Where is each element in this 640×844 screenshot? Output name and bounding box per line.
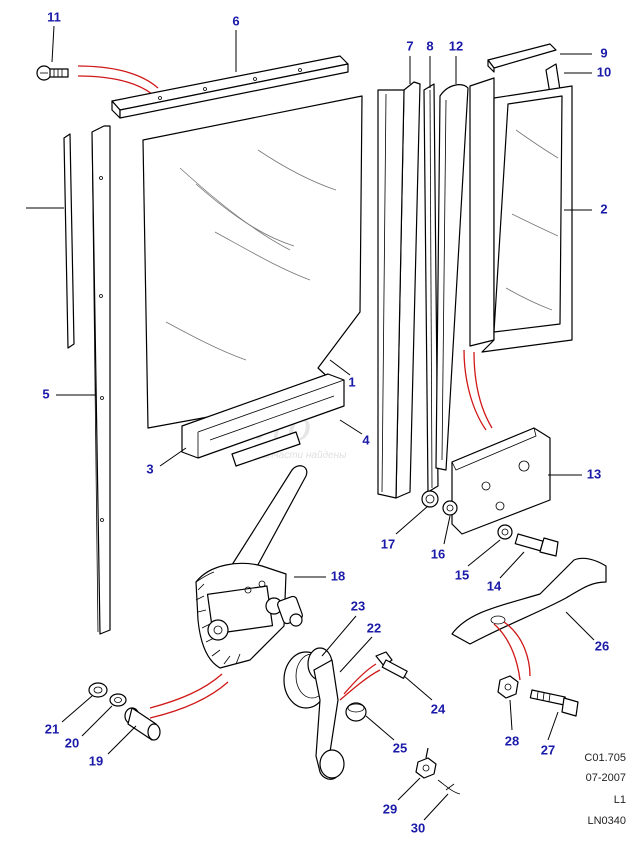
callout-16: 16	[431, 546, 445, 561]
callout-29: 29	[383, 801, 397, 816]
callout-30: 30	[411, 820, 425, 835]
callout-27: 27	[541, 742, 555, 757]
part-5-front-channel	[91, 125, 111, 635]
part-29-fastener	[415, 747, 437, 779]
callout-15: 15	[455, 567, 469, 582]
red-guide-24	[343, 663, 377, 695]
callout-19: 19	[89, 753, 103, 768]
callout-8: 8	[426, 38, 433, 53]
part-16-washer	[442, 500, 458, 516]
part-18-regulator	[195, 465, 308, 669]
callout-1: 1	[348, 374, 355, 389]
callout-7: 7	[406, 38, 413, 53]
part-6-top-rail	[111, 55, 349, 119]
part-8-rear-seal	[423, 83, 439, 493]
callout-23: 23	[351, 598, 365, 613]
part-1-door-glass	[142, 95, 363, 429]
watermark-tagline: запчасти найдены	[257, 450, 347, 461]
part-23-spindle	[277, 595, 303, 627]
part-15-washer	[497, 524, 513, 540]
red-guide-11	[77, 65, 159, 89]
callout-2: 2	[600, 201, 607, 216]
red-guide-19	[149, 673, 223, 709]
part-28-nut	[497, 675, 519, 699]
callout-24: 24	[431, 701, 446, 716]
callout-11: 11	[47, 9, 61, 24]
part-3-glass-channel	[181, 373, 345, 459]
callout-10: 10	[597, 64, 611, 79]
callout-17: 17	[381, 536, 395, 551]
part-30-wire-clip	[437, 779, 461, 795]
part-19-bolt	[124, 707, 161, 741]
callout-21: 21	[45, 721, 59, 736]
part-13-bracket	[451, 427, 551, 535]
part-17-nut	[421, 490, 439, 508]
part-21-washer	[88, 682, 108, 698]
drawing-level: L1	[613, 794, 626, 806]
callout-26: 26	[595, 638, 609, 653]
part-25-cap	[345, 702, 367, 722]
red-guide-13	[463, 349, 487, 431]
part-20-washer	[109, 693, 127, 707]
part-24-bolt	[375, 651, 408, 679]
drawing-number: LN0340	[587, 815, 626, 827]
part-2-quarter-frame	[469, 77, 573, 353]
part-4-channel-clip	[231, 431, 301, 467]
red-guide-26	[493, 623, 521, 681]
callout-3: 3	[146, 461, 153, 476]
part-27-bolt	[529, 689, 579, 717]
callout-5: 5	[42, 386, 49, 401]
part-11-screw	[36, 65, 69, 81]
callout-25: 25	[393, 740, 407, 755]
callout-4: 4	[362, 432, 370, 447]
part-26-handle	[451, 557, 607, 645]
callout-12: 12	[449, 38, 463, 53]
drawing-date: 07-2007	[585, 772, 626, 784]
part-8-left-seal	[63, 133, 75, 349]
callout-14: 14	[487, 578, 502, 593]
part-7-rear-channel	[377, 81, 421, 499]
part-14-bolt	[514, 533, 559, 557]
callout-6: 6	[232, 13, 239, 28]
callout-20: 20	[65, 735, 79, 750]
drawing-reference: C01.705	[584, 752, 626, 764]
leader-lines	[26, 25, 595, 821]
callout-28: 28	[505, 733, 519, 748]
callout-18: 18	[331, 568, 345, 583]
callout-9: 9	[600, 45, 607, 60]
part-12-glass-run	[435, 84, 469, 471]
callout-13: 13	[587, 466, 601, 481]
part-9-top-cap	[487, 43, 557, 73]
callout-22: 22	[367, 620, 381, 635]
part-23-winder-handle	[313, 659, 345, 780]
